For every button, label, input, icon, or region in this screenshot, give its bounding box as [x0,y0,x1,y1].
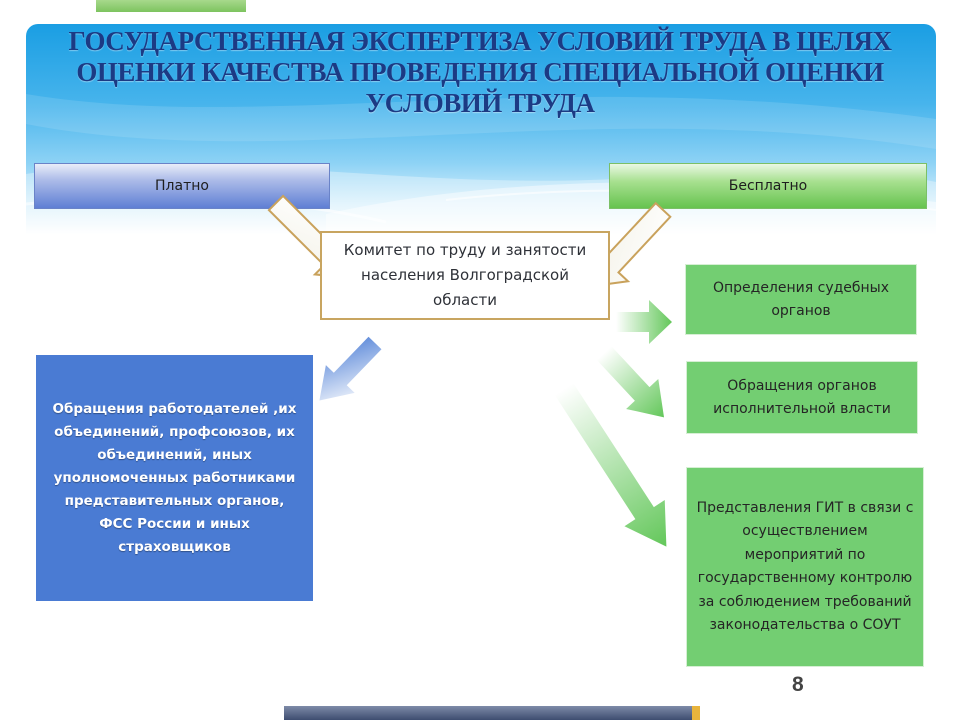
executive-requests-text: Обращения органов исполнительной власти [713,377,891,417]
git-representations-box: Представления ГИТ в связи с осуществлени… [686,467,924,667]
page-number: 8 [792,673,804,696]
paid-sources-box: Обращения работодателей ,их объединений,… [36,355,313,601]
footer-bar [284,706,692,720]
arrow-committee-to-paid-sources [319,336,382,401]
git-representations-text: Представления ГИТ в связи с осуществлени… [696,499,914,634]
executive-requests-box: Обращения органов исполнительной власти [686,361,918,434]
committee-box: Комитет по труду и занятости населения В… [320,231,610,320]
header-tab [96,0,246,12]
arrow-committee-to-executive [596,346,665,418]
arrow-committee-to-court-orders [616,300,672,344]
committee-label: Комитет по труду и занятости населения В… [343,241,587,309]
paid-label: Платно [155,178,209,194]
free-label: Бесплатно [728,178,808,194]
paid-sources-text: Обращения работодателей ,их объединений,… [52,400,297,555]
court-orders-box: Определения судебных органов [685,264,917,335]
slide-title: ГОСУДАРСТВЕННАЯ ЭКСПЕРТИЗА УСЛОВИЙ ТРУДА… [68,26,892,118]
footer-accent [692,706,700,720]
court-orders-text: Определения судебных органов [712,279,890,319]
free-label-box: Бесплатно [609,163,927,209]
arrow-committee-to-git [554,383,667,547]
